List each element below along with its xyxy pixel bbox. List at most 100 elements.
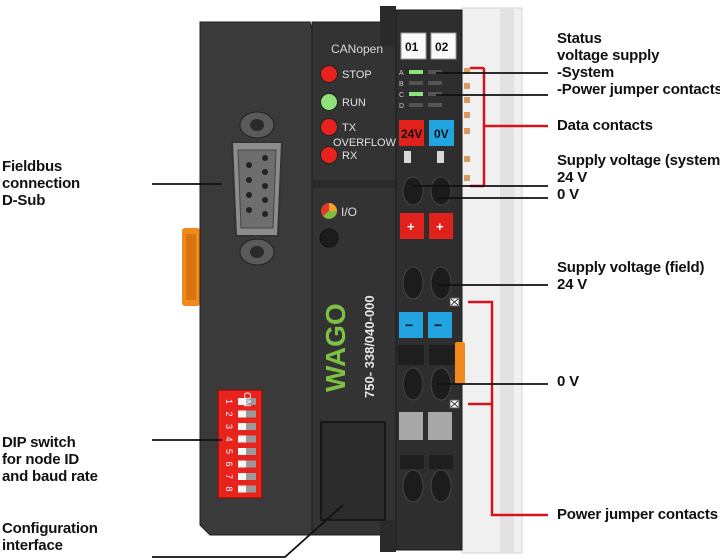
dip-lever-knob xyxy=(246,485,256,493)
dip-number: 5 xyxy=(224,449,234,454)
config-button[interactable] xyxy=(319,228,339,248)
tag-24v-bg xyxy=(399,120,424,146)
status-led xyxy=(428,103,442,107)
power-jumper-marks xyxy=(449,297,460,409)
dip-number: 2 xyxy=(224,412,234,417)
status-led xyxy=(409,92,423,96)
side-connector-inner xyxy=(186,234,196,300)
label-line: for node ID xyxy=(2,451,79,468)
status-led xyxy=(409,70,423,74)
jumper-tab xyxy=(455,342,465,384)
led-label-run: RUN xyxy=(342,97,366,109)
led-stop xyxy=(320,65,338,83)
label-line: Configuration xyxy=(2,520,98,537)
label-line: Power jumper contacts xyxy=(557,506,718,523)
minus-sign: − xyxy=(405,317,413,333)
label-fieldbus: Fieldbus connection D-Sub xyxy=(2,158,80,209)
plus-terminal-2[interactable] xyxy=(429,213,453,239)
minus-terminal-2[interactable] xyxy=(428,312,452,338)
led-label-overflow: OVERFLOW xyxy=(333,137,397,149)
led-label-rx: RX xyxy=(342,150,358,162)
dip-lever-knob xyxy=(246,448,256,455)
wago-logo: WAGO xyxy=(320,303,351,392)
led-row-label: B xyxy=(399,81,404,88)
dsub-connector[interactable] xyxy=(230,111,284,266)
model-number: 750- 338/040-000 xyxy=(362,295,377,398)
wire-entries xyxy=(400,176,453,503)
bottom-latch xyxy=(380,520,396,552)
tag-0v: 0V xyxy=(434,127,449,141)
status-led xyxy=(409,103,423,107)
label-line: 24 V xyxy=(557,276,588,293)
pe-terminal-1[interactable] xyxy=(399,412,423,440)
label-dip-switch: DIP switch for node ID and baud rate xyxy=(2,434,98,485)
configuration-interface[interactable] xyxy=(320,421,386,521)
status-led xyxy=(428,81,442,85)
label-configuration: Configuration interface xyxy=(2,520,98,554)
dip-number: 4 xyxy=(224,437,234,442)
label-data-contacts: Data contacts xyxy=(557,117,653,134)
status-led xyxy=(428,92,442,96)
label-line: 24 V xyxy=(557,169,588,186)
dip-on-label: ON xyxy=(241,392,252,407)
label-line: 0 V xyxy=(557,186,579,203)
dip-number: 6 xyxy=(224,462,234,467)
dip-number: 1 xyxy=(224,399,234,404)
label-line: voltage supply xyxy=(557,47,660,64)
terminal-opening xyxy=(429,345,455,365)
label-line: D-Sub xyxy=(2,192,46,209)
led-label-tx: TX xyxy=(342,122,357,134)
terminal-opening xyxy=(398,345,424,365)
dip-lever-knob xyxy=(246,423,256,430)
label-power-jumper: Power jumper contacts xyxy=(557,506,718,523)
led-label-stop: STOP xyxy=(342,69,372,81)
label-line: -System xyxy=(557,64,614,81)
status-led xyxy=(428,70,442,74)
led-row-label: C xyxy=(399,92,404,99)
status-led xyxy=(409,81,423,85)
housing-seam xyxy=(312,180,396,188)
led-run xyxy=(320,93,338,111)
label-line: interface xyxy=(2,537,63,554)
dip-lever-knob xyxy=(246,410,256,418)
dip-number: 7 xyxy=(224,474,234,479)
slot-02: 02 xyxy=(435,40,449,54)
label-line: -Power jumper contacts xyxy=(557,81,720,98)
protocol-label: CANopen xyxy=(331,42,383,56)
tag-0v-bg xyxy=(429,120,454,146)
tag-24v: 24V xyxy=(401,127,422,141)
data-contact-pins xyxy=(464,68,470,181)
label-line: Supply voltage (system) xyxy=(557,152,720,169)
led-row-label: A xyxy=(399,70,404,77)
minus-terminal-1[interactable] xyxy=(399,312,423,338)
plus-sign: + xyxy=(407,219,415,234)
pe-terminal-2[interactable] xyxy=(428,412,452,440)
slot-01: 01 xyxy=(405,40,419,54)
leader-lines xyxy=(152,72,548,558)
plus-sign: + xyxy=(436,219,444,234)
label-line: Supply voltage (field) xyxy=(557,259,705,276)
label-supply-field: Supply voltage (field) 24 V xyxy=(557,259,704,293)
dip-lever-knob xyxy=(246,398,256,405)
dip-lever-knob xyxy=(246,435,256,443)
label-line: Fieldbus xyxy=(2,158,63,175)
dip-number: 8 xyxy=(224,487,234,492)
led-tx xyxy=(320,118,338,136)
dip-lever-knob xyxy=(246,473,256,480)
terminal-slots: 01 02 xyxy=(400,32,457,60)
svg-text:WAGO: WAGO xyxy=(320,303,351,392)
rail-strip xyxy=(500,8,514,553)
minus-sign: − xyxy=(434,317,442,333)
label-line: 0 V xyxy=(557,373,579,390)
label-line: and baud rate xyxy=(2,468,98,485)
led-rx xyxy=(320,146,338,164)
top-latch xyxy=(380,6,396,46)
label-line: DIP switch xyxy=(2,434,76,451)
label-status: Status voltage supply -System -Power jum… xyxy=(557,30,720,98)
io-led xyxy=(321,203,337,219)
plus-terminal-1[interactable] xyxy=(400,213,424,239)
label-zero-v: 0 V xyxy=(557,373,579,390)
